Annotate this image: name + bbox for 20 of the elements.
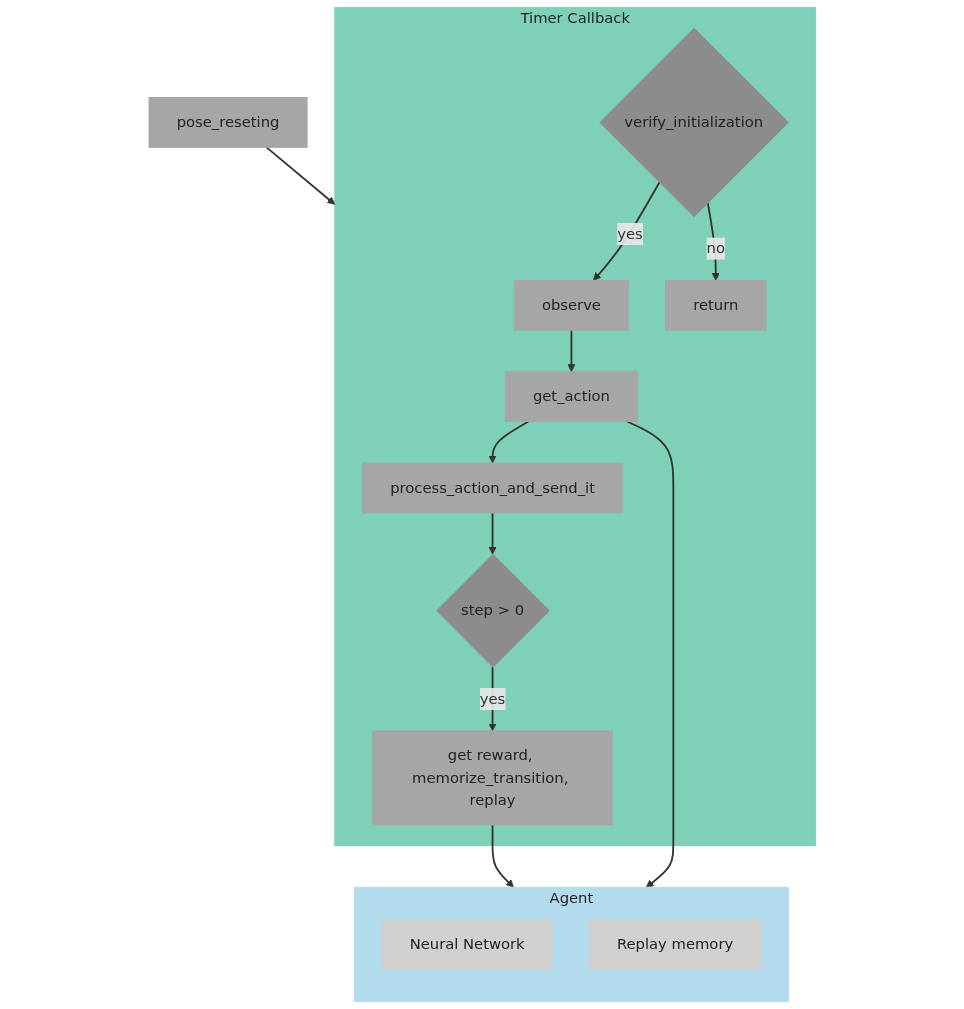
edge-label: yes <box>479 689 505 708</box>
arrow <box>488 420 529 464</box>
node-box: return <box>664 279 767 331</box>
node-box: get_action <box>504 371 638 422</box>
arrow <box>592 181 660 281</box>
node-diamond: step > 0 <box>435 553 550 668</box>
arrow <box>567 329 576 373</box>
node-box: Replay memory <box>588 919 761 970</box>
edge-label: no <box>706 239 725 257</box>
node-box: observe <box>513 279 629 331</box>
edge-label: yes <box>616 224 643 243</box>
arrow <box>265 146 335 205</box>
node-box: pose_reseting <box>148 97 308 148</box>
node-box: Neural Network <box>381 919 553 970</box>
arrow <box>488 511 497 555</box>
arrow <box>491 824 514 888</box>
arrow <box>625 420 674 888</box>
node-box: get reward, memorize_transition, replay <box>371 730 613 826</box>
node-box: process_action_and_send_it <box>361 462 623 514</box>
node-diamond: verify_initialization <box>599 27 789 218</box>
